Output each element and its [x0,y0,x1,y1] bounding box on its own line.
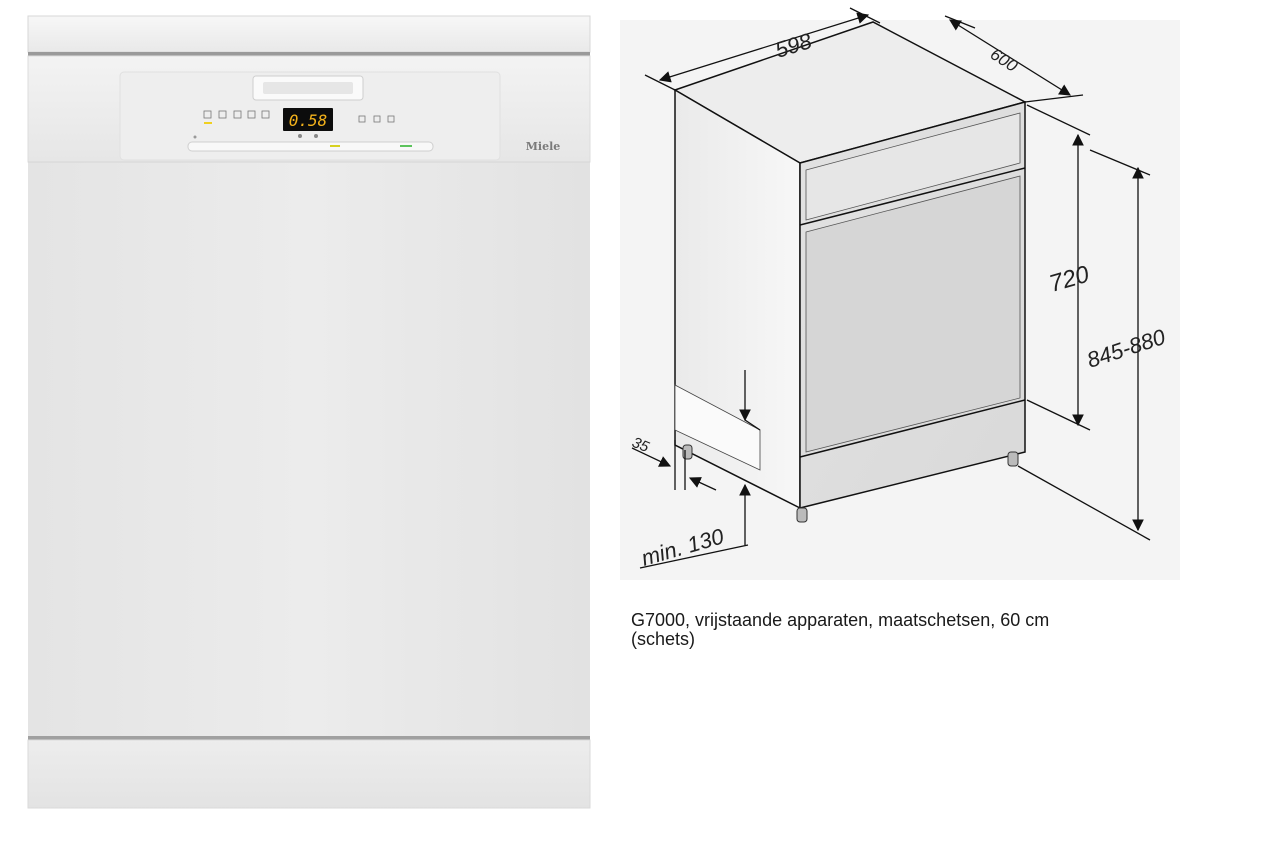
time-display [283,108,333,131]
dishwasher-plinth [27,739,591,809]
image-caption: G7000, vrijstaande apparaten, maatschets… [631,611,1191,649]
program-icons [203,110,395,123]
appliance-outline [673,21,1028,523]
dim-toe-label: 35 [630,434,652,456]
dishwasher-top [27,15,591,53]
dishwasher-door [28,162,590,736]
button-strip [187,141,434,152]
brand-logo: Miele [526,140,561,153]
dishwasher-photo: 0.58 Miele [27,15,591,809]
dimension-lines [631,7,1151,569]
caption-line-2: (schets) [631,629,696,649]
time-display-value: 0.58 [289,111,328,130]
dimension-sketch: 598 600 720 845-880 35 min. 130 [620,7,1180,580]
caption-line-1: G7000, vrijstaande apparaten, maatschets… [631,610,1050,630]
